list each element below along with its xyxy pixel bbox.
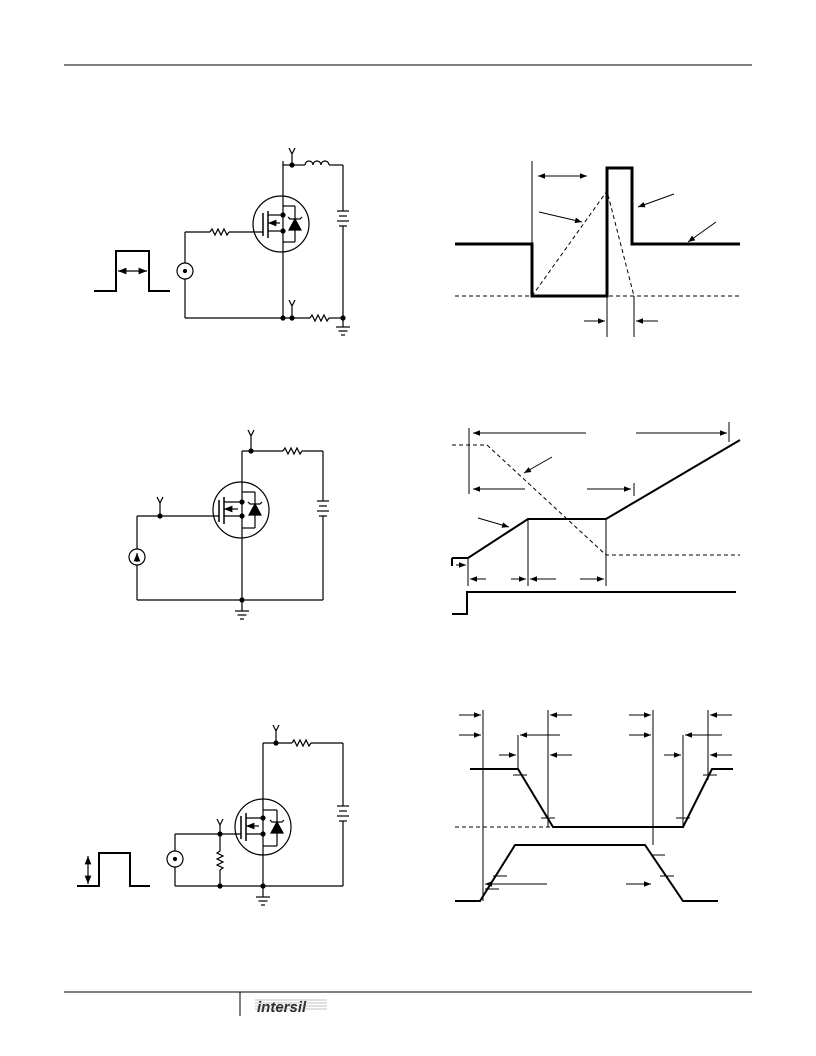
drain-voltage-waveform xyxy=(455,166,740,298)
battery-icon xyxy=(337,210,349,227)
mosfet-icon xyxy=(212,481,270,539)
switching-time-test-circuit xyxy=(77,724,349,906)
drain-voltage-waveform xyxy=(470,768,733,828)
gate-voltage-waveform xyxy=(455,844,718,902)
gate-resistor-icon xyxy=(215,850,225,871)
gate-voltage-waveform xyxy=(452,439,741,559)
ground-icon xyxy=(256,886,270,906)
load-resistor-icon xyxy=(282,446,303,456)
source-terminal-icon xyxy=(288,299,296,318)
gate-charge-test-circuit xyxy=(128,429,329,620)
sense-resistor-icon xyxy=(309,313,330,323)
intersil-logo: intersil xyxy=(255,999,327,1016)
mosfet-icon xyxy=(252,195,310,253)
drain-current-waveform xyxy=(531,189,635,297)
svg-text:intersil: intersil xyxy=(257,999,307,1016)
switching-time-waveforms xyxy=(455,710,733,902)
gate-resistor-icon xyxy=(209,227,230,237)
gate-pulse xyxy=(94,250,170,292)
battery-icon xyxy=(337,805,349,822)
drain-voltage-waveform xyxy=(452,444,740,556)
unclamped-energy-waveforms xyxy=(455,161,740,337)
ground-icon xyxy=(336,318,350,336)
gate-pulse xyxy=(77,852,150,887)
vdd-terminal-icon xyxy=(247,429,255,451)
inductor-icon xyxy=(304,160,330,166)
battery-icon xyxy=(317,500,329,517)
load-resistor-icon xyxy=(291,738,312,748)
unclamped-test-circuit xyxy=(94,147,350,336)
gate-charge-waveforms xyxy=(451,422,741,615)
gate-terminal-icon xyxy=(156,496,164,516)
gate-current-waveform xyxy=(452,591,736,615)
ground-icon xyxy=(235,600,249,620)
vdd-terminal-icon xyxy=(272,724,280,743)
